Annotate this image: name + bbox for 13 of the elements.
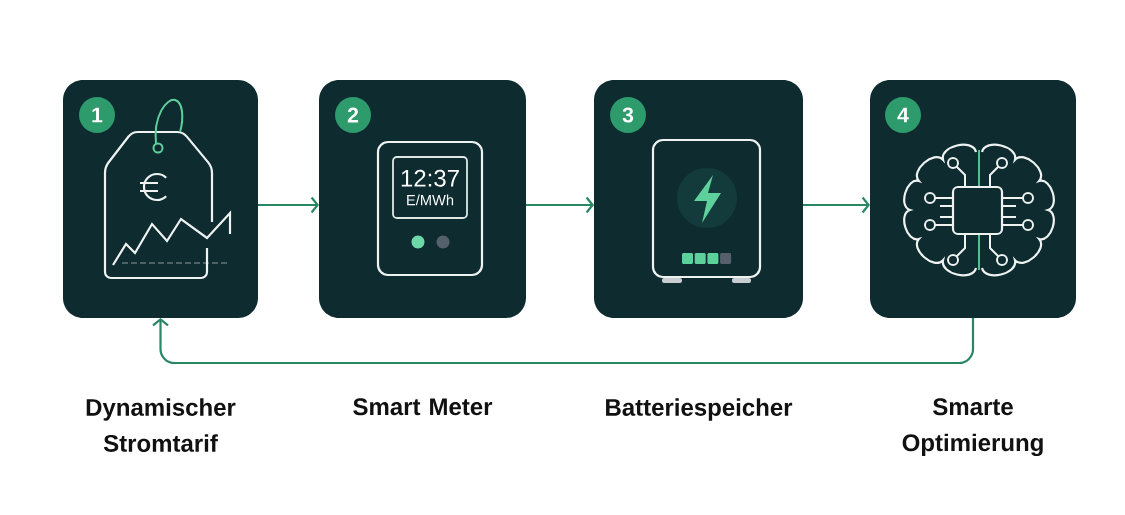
number-badge: 3 xyxy=(610,97,646,133)
arrow xyxy=(152,318,975,365)
number-badge: 1 xyxy=(79,97,115,133)
arrow xyxy=(803,196,870,214)
number-badge: 4 xyxy=(885,97,921,133)
display-screen: 12:37 E/MWh xyxy=(392,156,468,219)
arrow xyxy=(526,196,594,214)
step-label: Dynamischer Stromtarif xyxy=(86,398,236,452)
step-label: Smarte Optimierung xyxy=(902,398,1043,457)
arrow xyxy=(258,196,319,214)
number-badge: 2 xyxy=(335,97,371,133)
step-label: Smart Meter xyxy=(353,398,493,416)
step-label: Batteriespeicher xyxy=(606,398,793,421)
